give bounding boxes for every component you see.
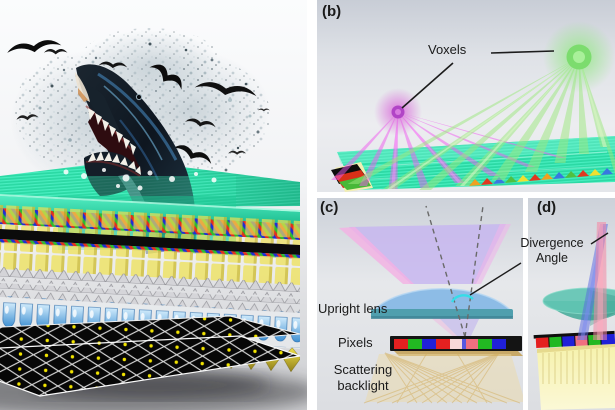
pixels-label: Pixels (338, 335, 373, 350)
prism-film-layers (0, 267, 300, 313)
display-stack (0, 194, 301, 397)
shark-lower-teeth (88, 151, 141, 175)
waterline-foam (63, 168, 217, 191)
shark-display-3d-art (0, 0, 307, 410)
shark-eye (135, 93, 143, 101)
panel-b-label: (b) (322, 3, 342, 20)
green-voxel (543, 21, 615, 93)
voxels-leader-lines (401, 50, 555, 109)
panel-d-collimated-backlight-diagram: (d) (528, 198, 615, 410)
divergence-angle-arc (450, 294, 474, 303)
voxel-projection-art (317, 0, 615, 192)
scattering-backlight-label: Scattering backlight (333, 362, 393, 393)
aperture-grid-layer-2 (0, 335, 301, 397)
panel-d-label: (d) (537, 199, 557, 216)
scattering-backlight-fan (363, 352, 523, 404)
panel-c-scattering-backlight-diagram: (c) (317, 198, 523, 410)
voxels-label: Voxels (428, 42, 467, 57)
divergence-angle-label: Divergence Angle (520, 236, 584, 266)
panel-a-shark-display-render (0, 0, 307, 410)
panel-b-voxel-projection: (b) (317, 0, 615, 192)
shark-upper-teeth (88, 108, 136, 155)
diffuser-block-layer (0, 242, 300, 285)
upright-lens-label: Upright lens (318, 301, 388, 316)
slab-pixel-zigzag-edge (469, 168, 613, 186)
panel-c-label: (c) (320, 199, 339, 216)
diverging-light-cone (339, 224, 511, 338)
magenta-voxel (374, 88, 422, 136)
collimated-beams (577, 222, 608, 340)
pixel-strip (390, 336, 523, 356)
collimated-backlight-art (528, 198, 615, 410)
upright-lens-diagram-art (317, 198, 523, 410)
collimated-backlight-block (537, 343, 615, 410)
